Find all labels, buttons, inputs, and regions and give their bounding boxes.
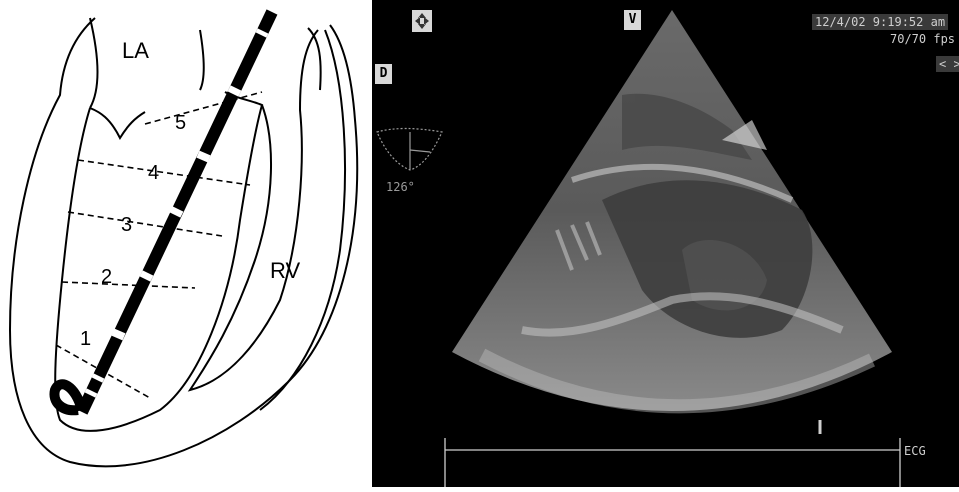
mitral-notch [90,108,145,138]
catheter-tip-loop [54,384,82,410]
side-marker-d: D [375,64,392,84]
ecg-trace [445,420,900,487]
segment-label-2: 2 [101,266,112,289]
outer-heart-contour [10,18,357,466]
rv-outer-wall [260,30,345,410]
segment-boundary-4 [78,160,250,185]
timestamp: 12/4/02 9:19:52 am [812,14,948,30]
top-marker-v: V [624,10,641,30]
echo-image-svg [372,0,959,487]
label-la: LA [122,38,149,64]
probe-angle-label: 126° [386,180,415,194]
ecg-label: ECG [904,444,926,458]
segment-label-3: 3 [121,214,132,237]
catheter-diagram: LA RV 1 2 3 4 5 [0,0,372,487]
heart-outline-svg [0,0,372,487]
segment-label-4: 4 [148,162,159,185]
probe-angle-icon [377,129,442,171]
segment-label-1: 1 [80,328,91,351]
frame-counter: 70/70 fps [890,32,955,46]
segment-boundary-5 [145,92,262,124]
catheter [54,12,272,412]
segment-boundary-3 [68,212,222,236]
segment-boundary-2 [62,282,195,288]
label-rv: RV [270,258,300,284]
segment-label-5: 5 [175,112,186,135]
nav-arrows-button[interactable]: < > [936,56,959,72]
echo-screen: V D 12/4/02 9:19:52 am 70/70 fps < > 126… [372,0,959,487]
move-cursor-icon[interactable] [412,10,432,32]
